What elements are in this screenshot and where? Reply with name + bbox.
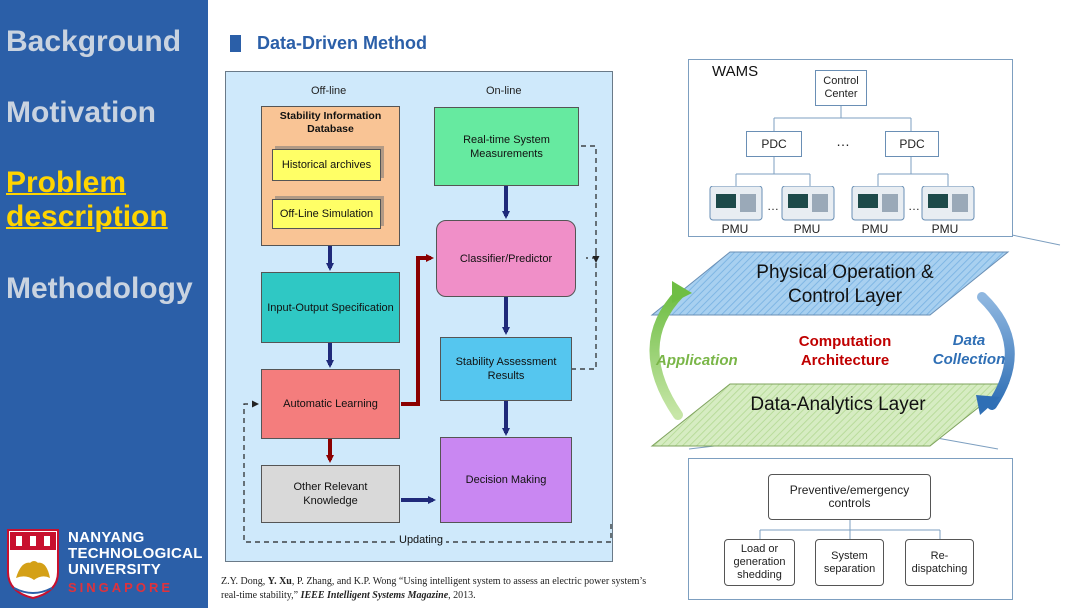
pmu-label-4: PMU — [931, 222, 959, 236]
architecture-background — [649, 234, 1061, 450]
pmu-devices: … … — [709, 186, 975, 221]
nav-item-problem-description[interactable]: Problem description — [6, 166, 168, 233]
data-driven-diagram: Off-line On-line — [225, 71, 613, 562]
nav-item-motivation[interactable]: Motivation — [6, 96, 156, 129]
citation-title: , P. Zhang, and K.P. Wong “Using intelli… — [221, 576, 647, 601]
pdc-box-1: PDC — [746, 131, 802, 157]
ntu-crest-icon — [7, 529, 59, 600]
data-collection-label: Data Collection — [932, 332, 1006, 368]
online-label: On-line — [486, 85, 522, 97]
automatic-learning-box: Automatic Learning — [261, 369, 400, 439]
physical-layer-label: Physical Operation & Control Layer — [756, 262, 934, 307]
pdc-box-2: PDC — [885, 131, 939, 157]
stability-results-box: Stability Assessment Results — [440, 337, 572, 401]
decision-making-box: Decision Making — [440, 437, 572, 523]
application-label: Application — [656, 352, 738, 369]
pmu-label-1: PMU — [721, 222, 749, 236]
svg-text:…: … — [767, 199, 779, 213]
diagram-connectors — [243, 145, 612, 543]
pdc-ellipsis: … — [836, 133, 850, 149]
offline-simulation-box: Off-Line Simulation — [272, 199, 381, 229]
pmu-device-icon — [851, 186, 905, 221]
citation: Z.Y. Dong, Y. Xu, P. Zhang, and K.P. Won… — [221, 575, 651, 603]
pmu-device-icon — [781, 186, 835, 221]
citation-authors-pre: Z.Y. Dong, — [221, 576, 268, 587]
classifier-predictor-box: Classifier/Predictor — [436, 220, 576, 297]
wams-connectors — [735, 106, 949, 187]
logo-line-2: TECHNOLOGICAL — [68, 545, 203, 562]
controls-connectors — [759, 520, 941, 539]
pmu-device-icon — [921, 186, 975, 221]
load-shedding-box: Load or generation shedding — [724, 539, 795, 586]
stability-database-title: Stability Information Database — [279, 110, 382, 135]
system-separation-box: System separation — [815, 539, 884, 586]
logo-line-3: UNIVERSITY — [68, 561, 162, 578]
nav-item-background[interactable]: Background — [6, 25, 182, 58]
wams-label: WAMS — [712, 63, 759, 80]
title-marker — [230, 35, 241, 52]
pmu-label-3: PMU — [861, 222, 889, 236]
pmu-device-icon — [709, 186, 763, 221]
pmu-label-2: PMU — [793, 222, 821, 236]
logo-line-1: NANYANG — [68, 529, 145, 546]
updating-label: Updating — [396, 534, 447, 546]
offline-label: Off-line — [311, 85, 347, 97]
realtime-measurements-box: Real-time System Measurements — [434, 107, 579, 186]
analytics-layer-label: Data-Analytics Layer — [750, 394, 926, 415]
svg-text:…: … — [908, 199, 920, 213]
redispatching-box: Re-dispatching — [905, 539, 974, 586]
citation-journal: IEEE Intelligent Systems Magazine — [300, 590, 449, 601]
historical-archives-box: Historical archives — [272, 149, 381, 181]
citation-highlight-author: Y. Xu — [267, 576, 292, 587]
sidebar: Background Motivation Problem descriptio… — [0, 0, 208, 608]
io-specification-box: Input-Output Specification — [261, 272, 400, 343]
other-knowledge-box: Other Relevant Knowledge — [261, 465, 400, 523]
computation-architecture-label: Computation Architecture — [798, 333, 892, 369]
page-title: Data-Driven Method — [257, 33, 428, 53]
preventive-controls-box: Preventive/emergency controls — [768, 474, 931, 520]
citation-year: , 2013. — [448, 590, 476, 601]
control-center-box: Control Center — [815, 70, 867, 106]
logo-line-4: SINGAPORE — [68, 580, 174, 595]
nav-item-methodology[interactable]: Methodology — [6, 272, 193, 305]
